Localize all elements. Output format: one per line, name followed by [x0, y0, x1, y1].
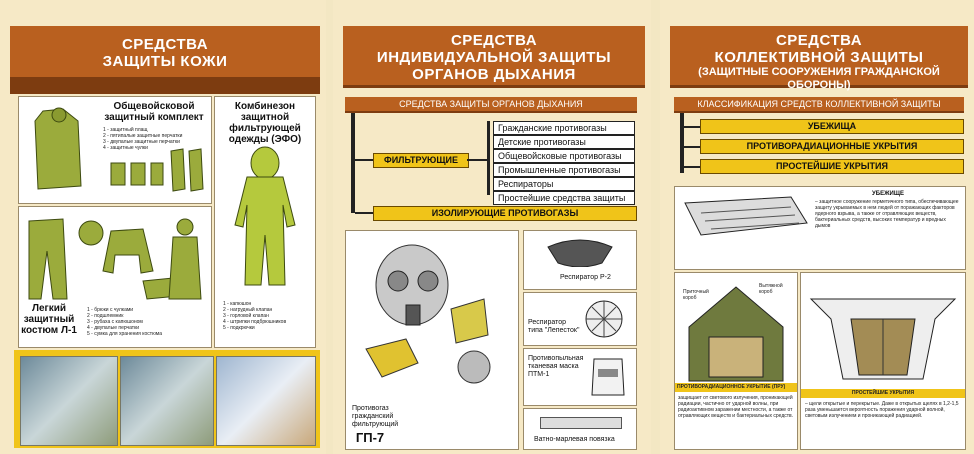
lepestok-label: Респиратор типа "Лепесток"	[528, 319, 580, 334]
l1-item-4: 4 - двупалые перчатки	[87, 325, 140, 331]
classification-bar: КЛАССИФИКАЦИЯ СРЕДСТВ КОЛЛЕКТИВНОЙ ЗАЩИТ…	[674, 97, 964, 113]
shelter-text: – защитное сооружение герметичного типа,…	[815, 199, 959, 229]
pru-outlet-label: Вытяжной короб	[759, 283, 783, 295]
l1-suit-box: Легкий защитный костюм Л-1 1 - брюки с ч…	[18, 206, 212, 348]
l1-title: Легкий защитный костюм Л-1	[21, 303, 77, 336]
simple-text: – щели открытые и перекрытые. Даже в отк…	[805, 401, 959, 419]
connector	[467, 159, 487, 161]
filtering-item-5: Респираторы	[493, 177, 635, 191]
pru-heading-bar: ПРОТИВОРАДИАЦИОННОЕ УКРЫТИЕ (ПРУ)	[675, 383, 797, 392]
r2-label: Респиратор Р-2	[560, 274, 611, 281]
simple-heading: ПРОСТЕЙШИЕ УКРЫТИЯ	[851, 390, 915, 396]
kit-item-4: 4 - защитные чулки	[103, 145, 148, 151]
header-line-2: ИНДИВИДУАЛЬНОЙ ЗАЩИТЫ	[376, 49, 612, 66]
ptm-label: Противопыльная тканевая маска ПТМ-1	[528, 355, 584, 378]
header-line-3: ОРГАНОВ ДЫХАНИЯ	[412, 66, 576, 83]
photo-2	[120, 356, 214, 446]
header-line-1: СРЕДСТВА	[450, 32, 538, 49]
filtering-item-4: Промышленные противогазы	[493, 163, 635, 177]
gasmask-title: Противогаз гражданский фильтрующий	[352, 405, 399, 428]
simple-shelter-illustration	[809, 298, 957, 380]
pru-box: Приточный короб Вытяжной короб ПРОТИВОРА…	[674, 272, 798, 450]
bandage-illustration	[540, 417, 622, 429]
combined-kit-box: Общевойсковой защитный комплект 1 - защи…	[18, 96, 212, 204]
tree-line	[351, 113, 355, 213]
header-line-1: СРЕДСТВА	[775, 32, 863, 49]
class-anti-radiation: ПРОТИВОРАДИАЦИОННЫЕ УКРЫТИЯ	[700, 139, 964, 154]
bandage-box: Ватно-марлевая повязка	[523, 408, 637, 450]
collective-header: СРЕДСТВА КОЛЛЕКТИВНОЙ ЗАЩИТЫ (ЗАЩИТНЫЕ С…	[670, 26, 968, 91]
filtering-item-3: Общевойсковые противогазы	[493, 149, 635, 163]
shelter-illustration	[684, 196, 808, 236]
pru-illustration	[688, 286, 784, 382]
l1-item-5: 5 - сумка для хранения костюма	[87, 331, 162, 337]
skin-protection-panel: СРЕДСТВА ЗАЩИТЫ КОЖИ Общевойсковой защит…	[0, 0, 326, 454]
filtering-item-6: Простейшие средства защиты	[493, 191, 635, 205]
connector	[684, 146, 700, 148]
filtering-item-2: Детские противогазы	[493, 135, 635, 149]
simple-shelter-box: ПРОСТЕЙШИЕ УКРЫТИЯ – щели открытые и пер…	[800, 272, 966, 450]
photo-3	[216, 356, 316, 446]
skin-protection-header: СРЕДСТВА ЗАЩИТЫ КОЖИ	[10, 26, 320, 80]
kit-item-2: 2 - пятипалые защитные перчатки	[103, 133, 183, 139]
kit-item-1: 1 - защитный плащ	[103, 127, 148, 133]
header-line-2: ЗАЩИТЫ КОЖИ	[102, 53, 228, 70]
respirator-lepestok-illustration	[585, 300, 623, 338]
filtering-label: ФИЛЬТРУЮЩИЕ	[373, 153, 469, 168]
kit-item-3: 3 - двупалые защитные перчатки	[103, 139, 180, 145]
class-shelters: УБЕЖИЩА	[700, 119, 964, 134]
pru-heading: ПРОТИВОРАДИАЦИОННОЕ УКРЫТИЕ (ПРУ)	[677, 384, 786, 390]
suit-title: Комбинезон защитной фильтрующей одежды (…	[228, 101, 302, 145]
l1-item-1: 1 - брюки с чулками	[87, 307, 134, 313]
header-subtitle: (ЗАЩИТНЫЕ СООРУЖЕНИЯ ГРАЖДАНСКОЙ ОБОРОНЫ…	[698, 66, 940, 91]
shelter-box: УБЕЖИЩЕ – защитное сооружение герметично…	[674, 186, 966, 270]
kit-illustration	[34, 107, 204, 192]
l1-item-2: 2 - подшлемник	[87, 313, 124, 319]
gasmask-model: ГП-7	[355, 430, 385, 445]
suit-item-3: 3 - горловой клапан	[223, 313, 269, 319]
efo-suit-illustration	[234, 146, 296, 286]
efo-suit-box: Комбинезон защитной фильтрующей одежды (…	[214, 96, 316, 348]
respiratory-header: СРЕДСТВА ИНДИВИДУАЛЬНОЙ ЗАЩИТЫ ОРГАНОВ Д…	[343, 26, 645, 88]
connector	[684, 126, 700, 128]
suit-item-1: 1 - капюшон	[223, 301, 252, 307]
connector	[355, 159, 373, 161]
lepestok-box: Респиратор типа "Лепесток"	[523, 292, 637, 346]
l1-suit-illustration	[28, 218, 202, 300]
r2-box: Респиратор Р-2	[523, 230, 637, 290]
bandage-label: Ватно-марлевая повязка	[534, 436, 615, 443]
suit-item-2: 2 - нагрудный клапан	[223, 307, 273, 313]
ptm-illustration	[591, 358, 625, 396]
tree-line	[680, 113, 684, 173]
l1-item-3: 3 - рубаха с капюшоном	[87, 319, 143, 325]
suit-item-4: 4 - штрипки подбрюшников	[223, 319, 287, 325]
header-shadow	[10, 80, 320, 94]
gasmask-illustration	[365, 244, 491, 384]
connector	[684, 166, 700, 168]
header-line-1: СРЕДСТВА	[121, 36, 209, 53]
collective-protection-panel: СРЕДСТВА КОЛЛЕКТИВНОЙ ЗАЩИТЫ (ЗАЩИТНЫЕ С…	[660, 0, 974, 454]
suit-item-5: 5 - подкрючки	[223, 325, 255, 331]
connector	[355, 212, 373, 214]
kit-title: Общевойсковой защитный комплект	[104, 101, 204, 123]
pru-text: защищает от светового излучения, проника…	[678, 395, 794, 419]
pru-inlet-label: Приточный короб	[683, 289, 709, 301]
filtering-item-1: Гражданские противогазы	[493, 121, 635, 135]
tree-branch	[487, 121, 490, 195]
gasmask-box: Противогаз гражданский фильтрующий ГП-7	[345, 230, 519, 450]
respirator-r2-illustration	[547, 239, 613, 267]
photo-1	[20, 356, 118, 446]
ptm-box: Противопыльная тканевая маска ПТМ-1	[523, 348, 637, 406]
header-line-2: КОЛЛЕКТИВНОЙ ЗАЩИТЫ	[714, 49, 924, 66]
simple-heading-bar: ПРОСТЕЙШИЕ УКРЫТИЯ	[801, 389, 965, 398]
respiratory-bar: СРЕДСТВА ЗАЩИТЫ ОРГАНОВ ДЫХАНИЯ	[345, 97, 637, 113]
class-simple: ПРОСТЕЙШИЕ УКРЫТИЯ	[700, 159, 964, 174]
respiratory-protection-panel: СРЕДСТВА ИНДИВИДУАЛЬНОЙ ЗАЩИТЫ ОРГАНОВ Д…	[333, 0, 651, 454]
isolating-label: ИЗОЛИРУЮЩИЕ ПРОТИВОГАЗЫ	[373, 206, 637, 221]
shelter-heading: УБЕЖИЩЕ	[872, 191, 904, 197]
